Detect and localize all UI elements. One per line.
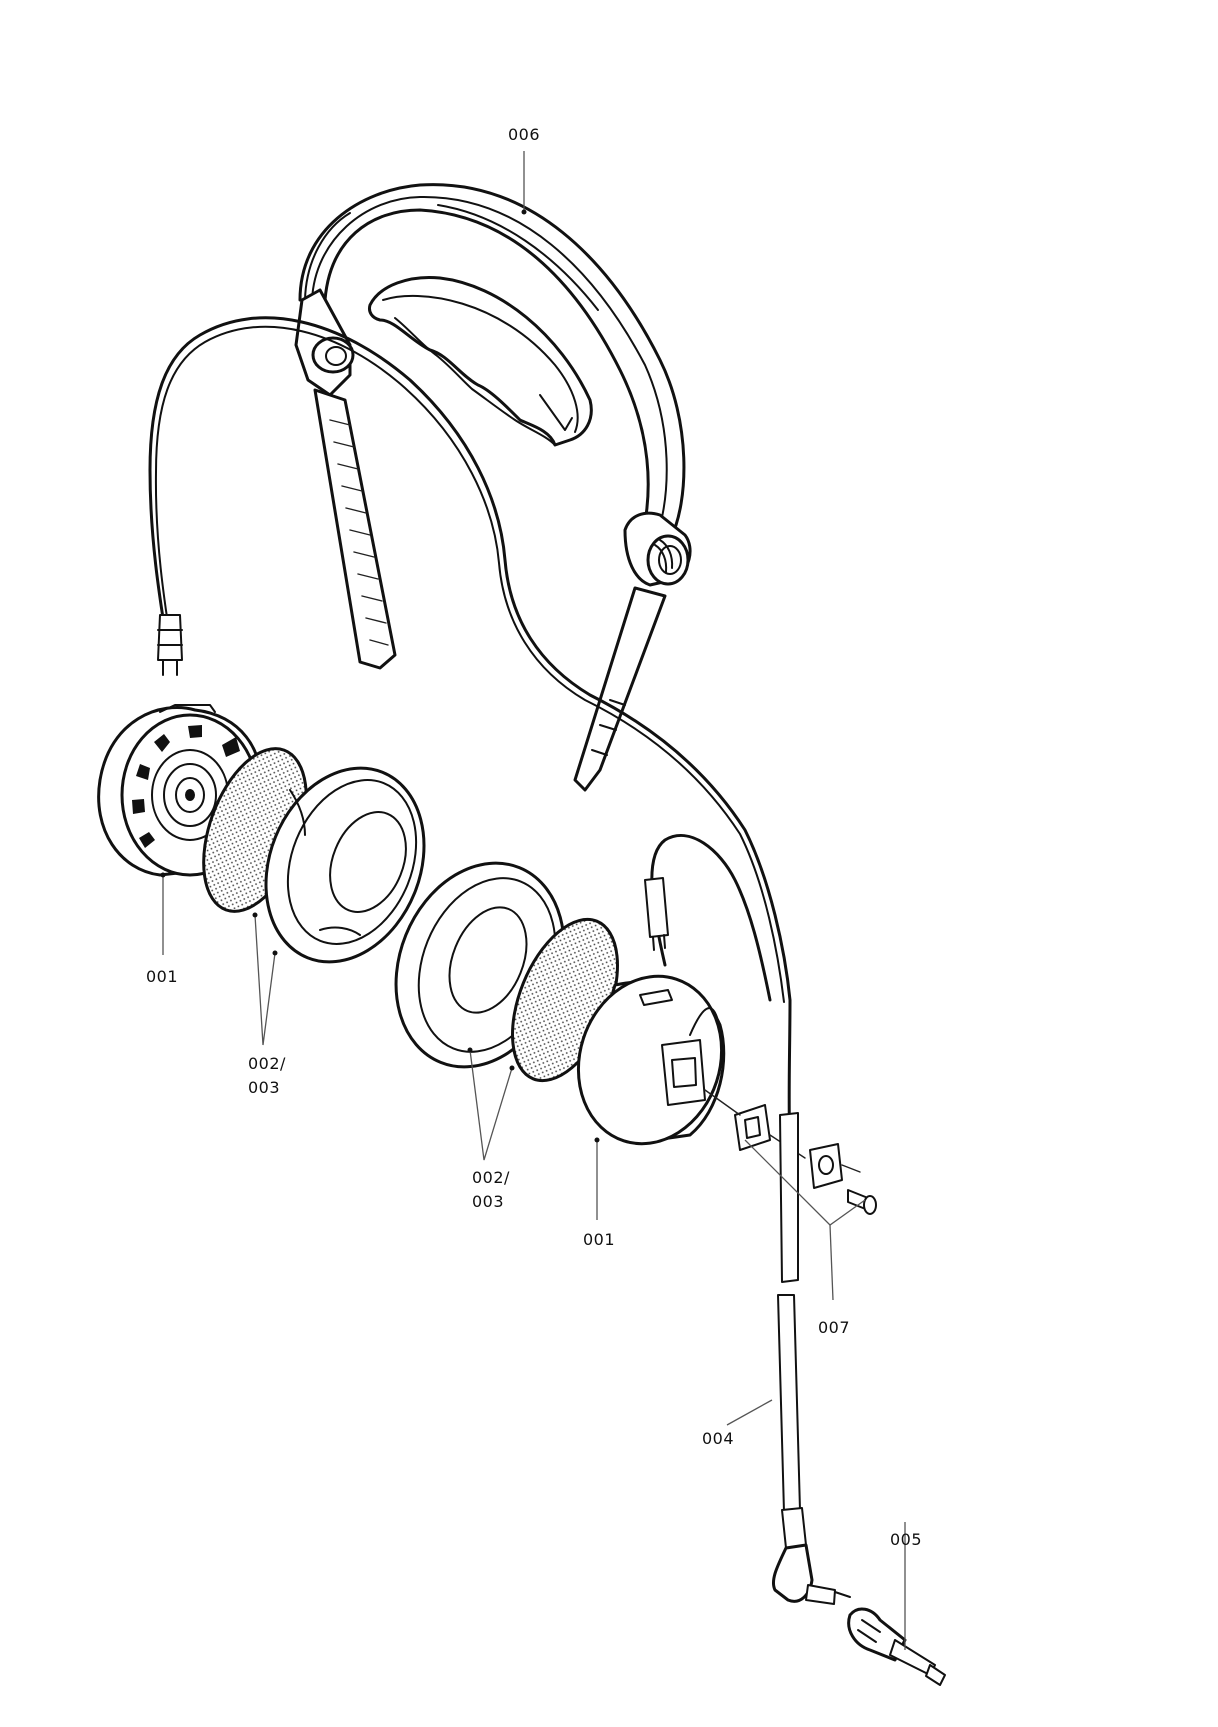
- callout-mount-kit: 007: [818, 1318, 851, 1337]
- housing-right: [576, 974, 726, 1146]
- callout-pad-left-line2: 003: [248, 1078, 281, 1097]
- cable-loop: [148, 316, 792, 1152]
- mount-kit: [704, 1089, 877, 1283]
- callout-cable: 004: [702, 1429, 735, 1448]
- callout-housing-left: 001: [146, 967, 179, 986]
- callout-headband: 006: [508, 125, 541, 144]
- callout-housing-right: 001: [583, 1230, 616, 1249]
- cable-straight: [771, 1294, 851, 1605]
- callout-pad-left-line1: 002/: [248, 1054, 286, 1073]
- callout-pad-right-line2: 003: [472, 1192, 505, 1211]
- adapter-plug: [847, 1607, 946, 1686]
- earpad-left: [264, 766, 426, 964]
- headband: [294, 183, 692, 792]
- callout-adapter: 005: [890, 1530, 923, 1549]
- callout-pad-right-line1: 002/: [472, 1168, 510, 1187]
- leader-lines: [160, 151, 906, 1650]
